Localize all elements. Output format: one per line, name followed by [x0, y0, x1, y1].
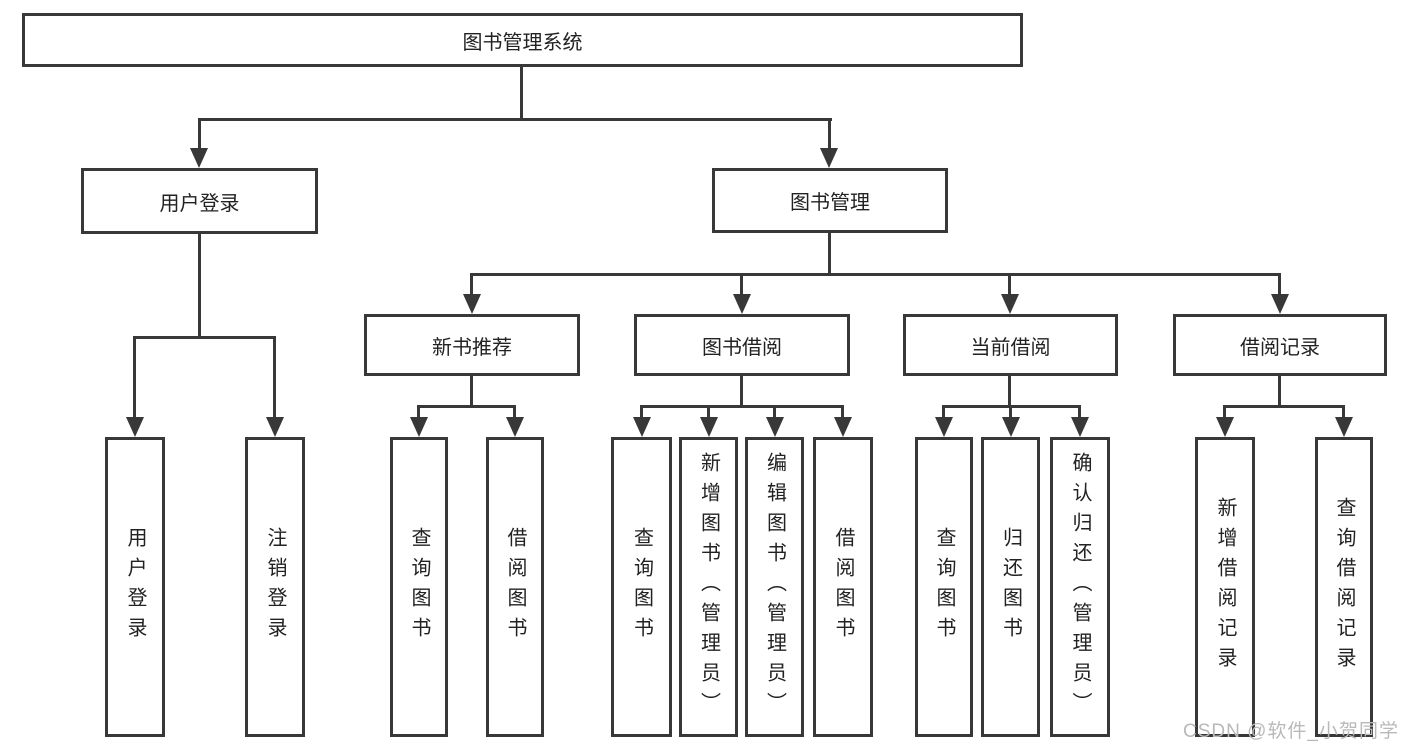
- arrowhead-current-return: [1002, 417, 1020, 437]
- leaf-records-add-label: 新增借阅记录: [1214, 497, 1236, 677]
- leaf-borrow-query: 查询图书: [611, 437, 672, 737]
- connector-records-stub: [1278, 374, 1281, 405]
- node-user-login: 用户登录: [81, 168, 318, 234]
- leaf-borrow-add-label: 新增图书（管理员）: [697, 452, 720, 722]
- leaf-user-login-label: 用户登录: [124, 527, 146, 647]
- connector-to-current-confirm: [1078, 405, 1081, 419]
- arrowhead-records-query: [1335, 417, 1353, 437]
- node-current-borrow-label: 当前借阅: [970, 336, 1051, 359]
- connector-mgmt-stub: [828, 231, 831, 273]
- connector-to-user-login: [198, 118, 201, 150]
- node-book-borrow-label: 图书借阅: [702, 336, 782, 359]
- arrowhead-user-login: [190, 148, 208, 168]
- connector-to-current-borrow: [1008, 273, 1011, 296]
- leaf-current-confirm: 确认归还（管理员）: [1050, 437, 1110, 737]
- connector-to-new-books: [470, 273, 473, 296]
- leaf-current-query-label: 查询图书: [933, 527, 955, 647]
- connector-current-stub: [1008, 374, 1011, 405]
- connector-to-borrow-book: [841, 405, 844, 419]
- node-new-books-label: 新书推荐: [432, 336, 512, 359]
- node-user-login-label: 用户登录: [159, 192, 240, 215]
- connector-login-stub: [198, 232, 201, 336]
- leaf-borrow-add: 新增图书（管理员）: [679, 437, 738, 737]
- node-borrow-records-label: 借阅记录: [1240, 336, 1320, 359]
- connector-to-book-borrow: [740, 273, 743, 296]
- connector-to-current-return: [1009, 405, 1012, 419]
- connector-to-current-query: [942, 405, 945, 419]
- connector-newbooks-stub: [470, 374, 473, 405]
- connector-login-bar: [133, 336, 276, 339]
- arrowhead-book-management: [820, 148, 838, 168]
- leaf-borrow-book-label: 借阅图书: [832, 527, 854, 647]
- node-root-label: 图书管理系统: [462, 31, 583, 54]
- connector-to-book-management: [828, 118, 831, 150]
- node-book-management: 图书管理: [712, 168, 948, 233]
- node-new-books: 新书推荐: [364, 314, 580, 376]
- arrowhead-leaf-user-login: [126, 417, 144, 437]
- leaf-borrow-book: 借阅图书: [813, 437, 873, 737]
- arrowhead-book-borrow: [733, 294, 751, 314]
- arrowhead-borrow-book: [834, 417, 852, 437]
- leaf-newbooks-query-label: 查询图书: [408, 527, 430, 647]
- arrowhead-current-query: [935, 417, 953, 437]
- connector-root-trunk: [520, 67, 523, 118]
- leaf-records-query-label: 查询借阅记录: [1333, 497, 1355, 677]
- connector-level2-bar: [198, 118, 832, 121]
- connector-level3-bar: [470, 273, 1281, 276]
- arrowhead-new-books: [463, 294, 481, 314]
- connector-to-borrow-query: [640, 405, 643, 419]
- watermark: CSDN @软件_小贺同学: [1183, 721, 1399, 742]
- connector-newbooks-bar: [417, 405, 516, 408]
- leaf-logout: 注销登录: [245, 437, 305, 737]
- connector-borrow-stub: [740, 374, 743, 405]
- leaf-current-query: 查询图书: [915, 437, 973, 737]
- leaf-current-confirm-label: 确认归还（管理员）: [1069, 452, 1091, 722]
- node-borrow-records: 借阅记录: [1173, 314, 1387, 376]
- arrowhead-borrow-add: [700, 417, 718, 437]
- arrowhead-newbooks-borrow: [506, 417, 524, 437]
- node-book-management-label: 图书管理: [790, 192, 870, 214]
- connector-records-bar: [1223, 405, 1345, 408]
- connector-to-records-add: [1223, 405, 1226, 419]
- arrowhead-borrow-records: [1271, 294, 1289, 314]
- arrowhead-newbooks-query: [410, 417, 428, 437]
- leaf-records-add: 新增借阅记录: [1195, 437, 1255, 737]
- node-root: 图书管理系统: [22, 13, 1023, 67]
- arrowhead-borrow-query: [633, 417, 651, 437]
- leaf-records-query: 查询借阅记录: [1315, 437, 1373, 737]
- node-current-borrow: 当前借阅: [903, 314, 1118, 376]
- leaf-user-login: 用户登录: [105, 437, 165, 737]
- leaf-newbooks-query: 查询图书: [390, 437, 448, 737]
- leaf-current-return: 归还图书: [981, 437, 1040, 737]
- connector-to-borrow-add: [707, 405, 710, 419]
- leaf-newbooks-borrow: 借阅图书: [486, 437, 544, 737]
- leaf-borrow-edit-label: 编辑图书（管理员）: [763, 452, 786, 722]
- connector-to-newbooks-query: [417, 405, 420, 419]
- arrowhead-current-borrow: [1001, 294, 1019, 314]
- arrowhead-borrow-edit: [766, 417, 784, 437]
- connector-to-borrow-edit: [773, 405, 776, 419]
- connector-borrow-bar: [640, 405, 844, 408]
- connector-to-records-query: [1342, 405, 1345, 419]
- leaf-borrow-edit: 编辑图书（管理员）: [745, 437, 804, 737]
- node-book-borrow: 图书借阅: [634, 314, 850, 376]
- connector-to-leaf-user-login: [133, 336, 136, 418]
- leaf-borrow-query-label: 查询图书: [630, 527, 653, 647]
- leaf-current-return-label: 归还图书: [999, 527, 1022, 647]
- connector-to-newbooks-borrow: [513, 405, 516, 419]
- arrowhead-leaf-logout: [266, 417, 284, 437]
- leaf-newbooks-borrow-label: 借阅图书: [504, 527, 526, 647]
- connector-to-leaf-logout: [273, 336, 276, 418]
- connector-to-borrow-records: [1278, 273, 1281, 296]
- arrowhead-records-add: [1216, 417, 1234, 437]
- arrowhead-current-confirm: [1071, 417, 1089, 437]
- leaf-logout-label: 注销登录: [264, 527, 286, 647]
